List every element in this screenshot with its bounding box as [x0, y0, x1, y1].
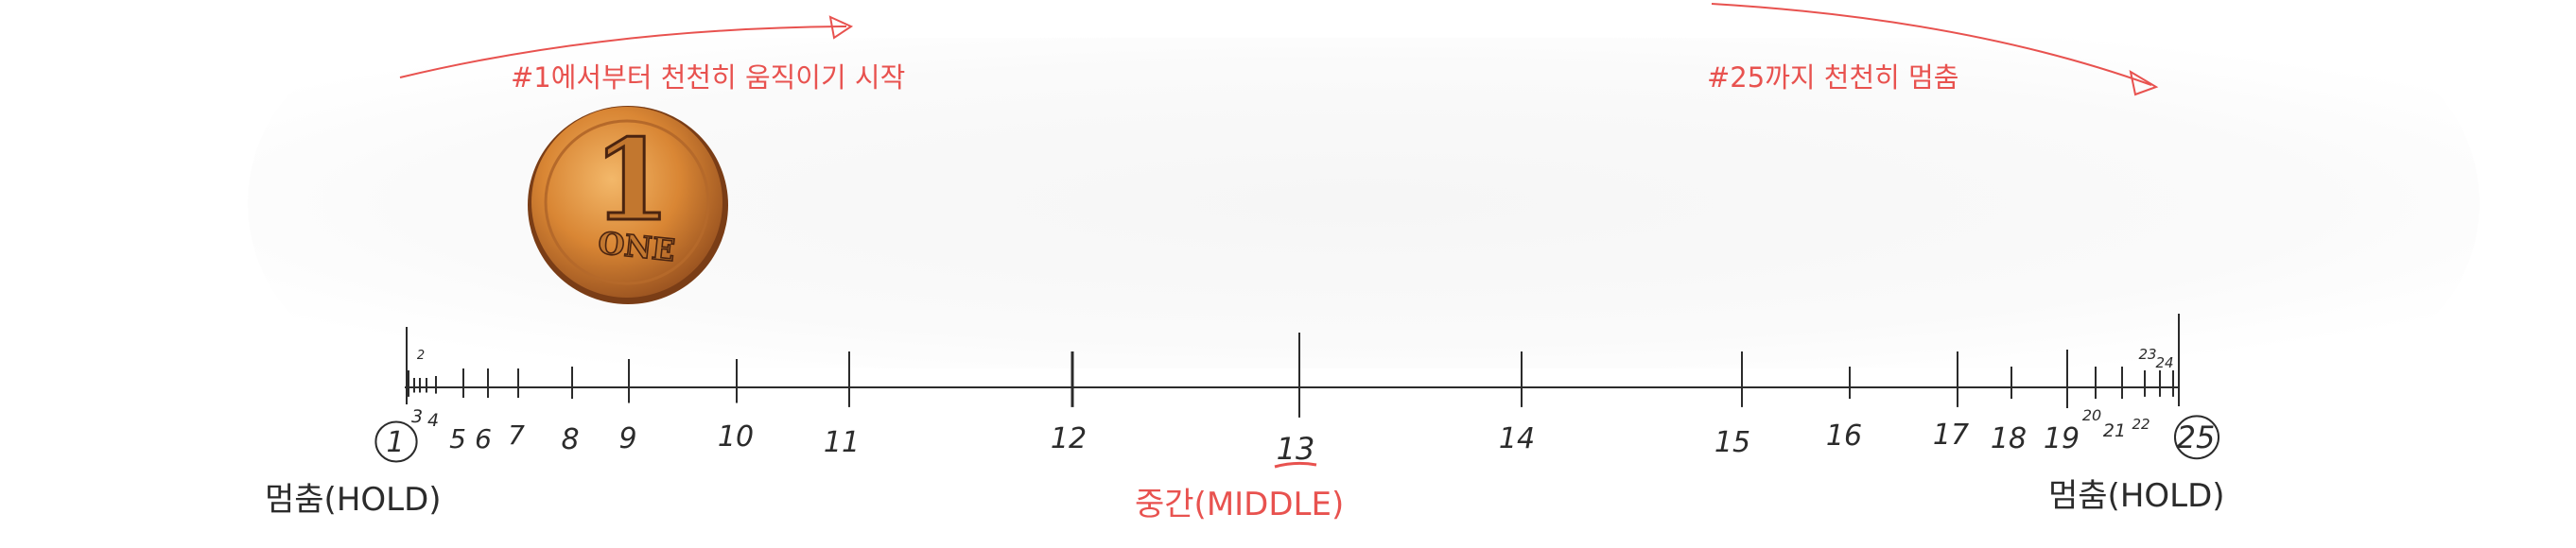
frame-label: 23: [2138, 346, 2156, 363]
start-hold-label: 멈춤(HOLD): [265, 481, 442, 519]
middle-underline: [1274, 461, 1317, 469]
stop-annotation: #25까지 천천히 멈춤: [1707, 61, 1958, 94]
frame-label: 24: [2155, 354, 2173, 371]
frame-label: 10: [718, 420, 754, 454]
frame-label: 20: [2082, 406, 2101, 424]
coin-word: ONE: [597, 225, 677, 268]
arrowhead-icon: [2129, 69, 2159, 96]
backdrop-panel: [248, 38, 2480, 368]
end-hold-label: 멈춤(HOLD): [2048, 477, 2225, 515]
frame-label: 6: [475, 423, 492, 454]
frame-label: 13: [1277, 431, 1315, 467]
frame-label: 4: [427, 410, 439, 431]
stop-arrow: [1711, 3, 2159, 96]
key-frame-circle: [2173, 415, 2220, 460]
frame-label: 21: [2103, 420, 2126, 441]
frame-label: 15: [1714, 426, 1750, 459]
frame-label: 18: [1991, 422, 2027, 455]
coin-icon: 1 ONE: [528, 106, 728, 304]
frame-label: 19: [2044, 422, 2080, 455]
coin-numeral: 1: [593, 114, 670, 246]
frame-label: 12: [1051, 422, 1087, 455]
frame-label: 22: [2132, 416, 2150, 433]
frame-label: 16: [1826, 420, 1862, 453]
start-annotation: #1에서부터 천천히 움직이기 시작: [511, 61, 905, 94]
frame-label: 8: [561, 423, 579, 456]
frame-label: 14: [1499, 422, 1535, 455]
frame-label: 11: [824, 426, 860, 459]
frame-label: 9: [618, 422, 636, 455]
key-frame-circle: [374, 420, 418, 463]
start-arrow: [399, 15, 854, 78]
frame-label: 17: [1933, 419, 1969, 452]
middle-label: 중간(MIDDLE): [1135, 486, 1344, 523]
frame-label: 3: [411, 406, 423, 427]
frame-label: 1: [386, 426, 404, 459]
frame-label: 25: [2177, 420, 2216, 455]
frame-label: 2: [417, 349, 425, 363]
arrowhead-icon: [828, 15, 854, 40]
frame-label: 5: [449, 423, 466, 454]
frame-label: 7: [508, 420, 525, 451]
